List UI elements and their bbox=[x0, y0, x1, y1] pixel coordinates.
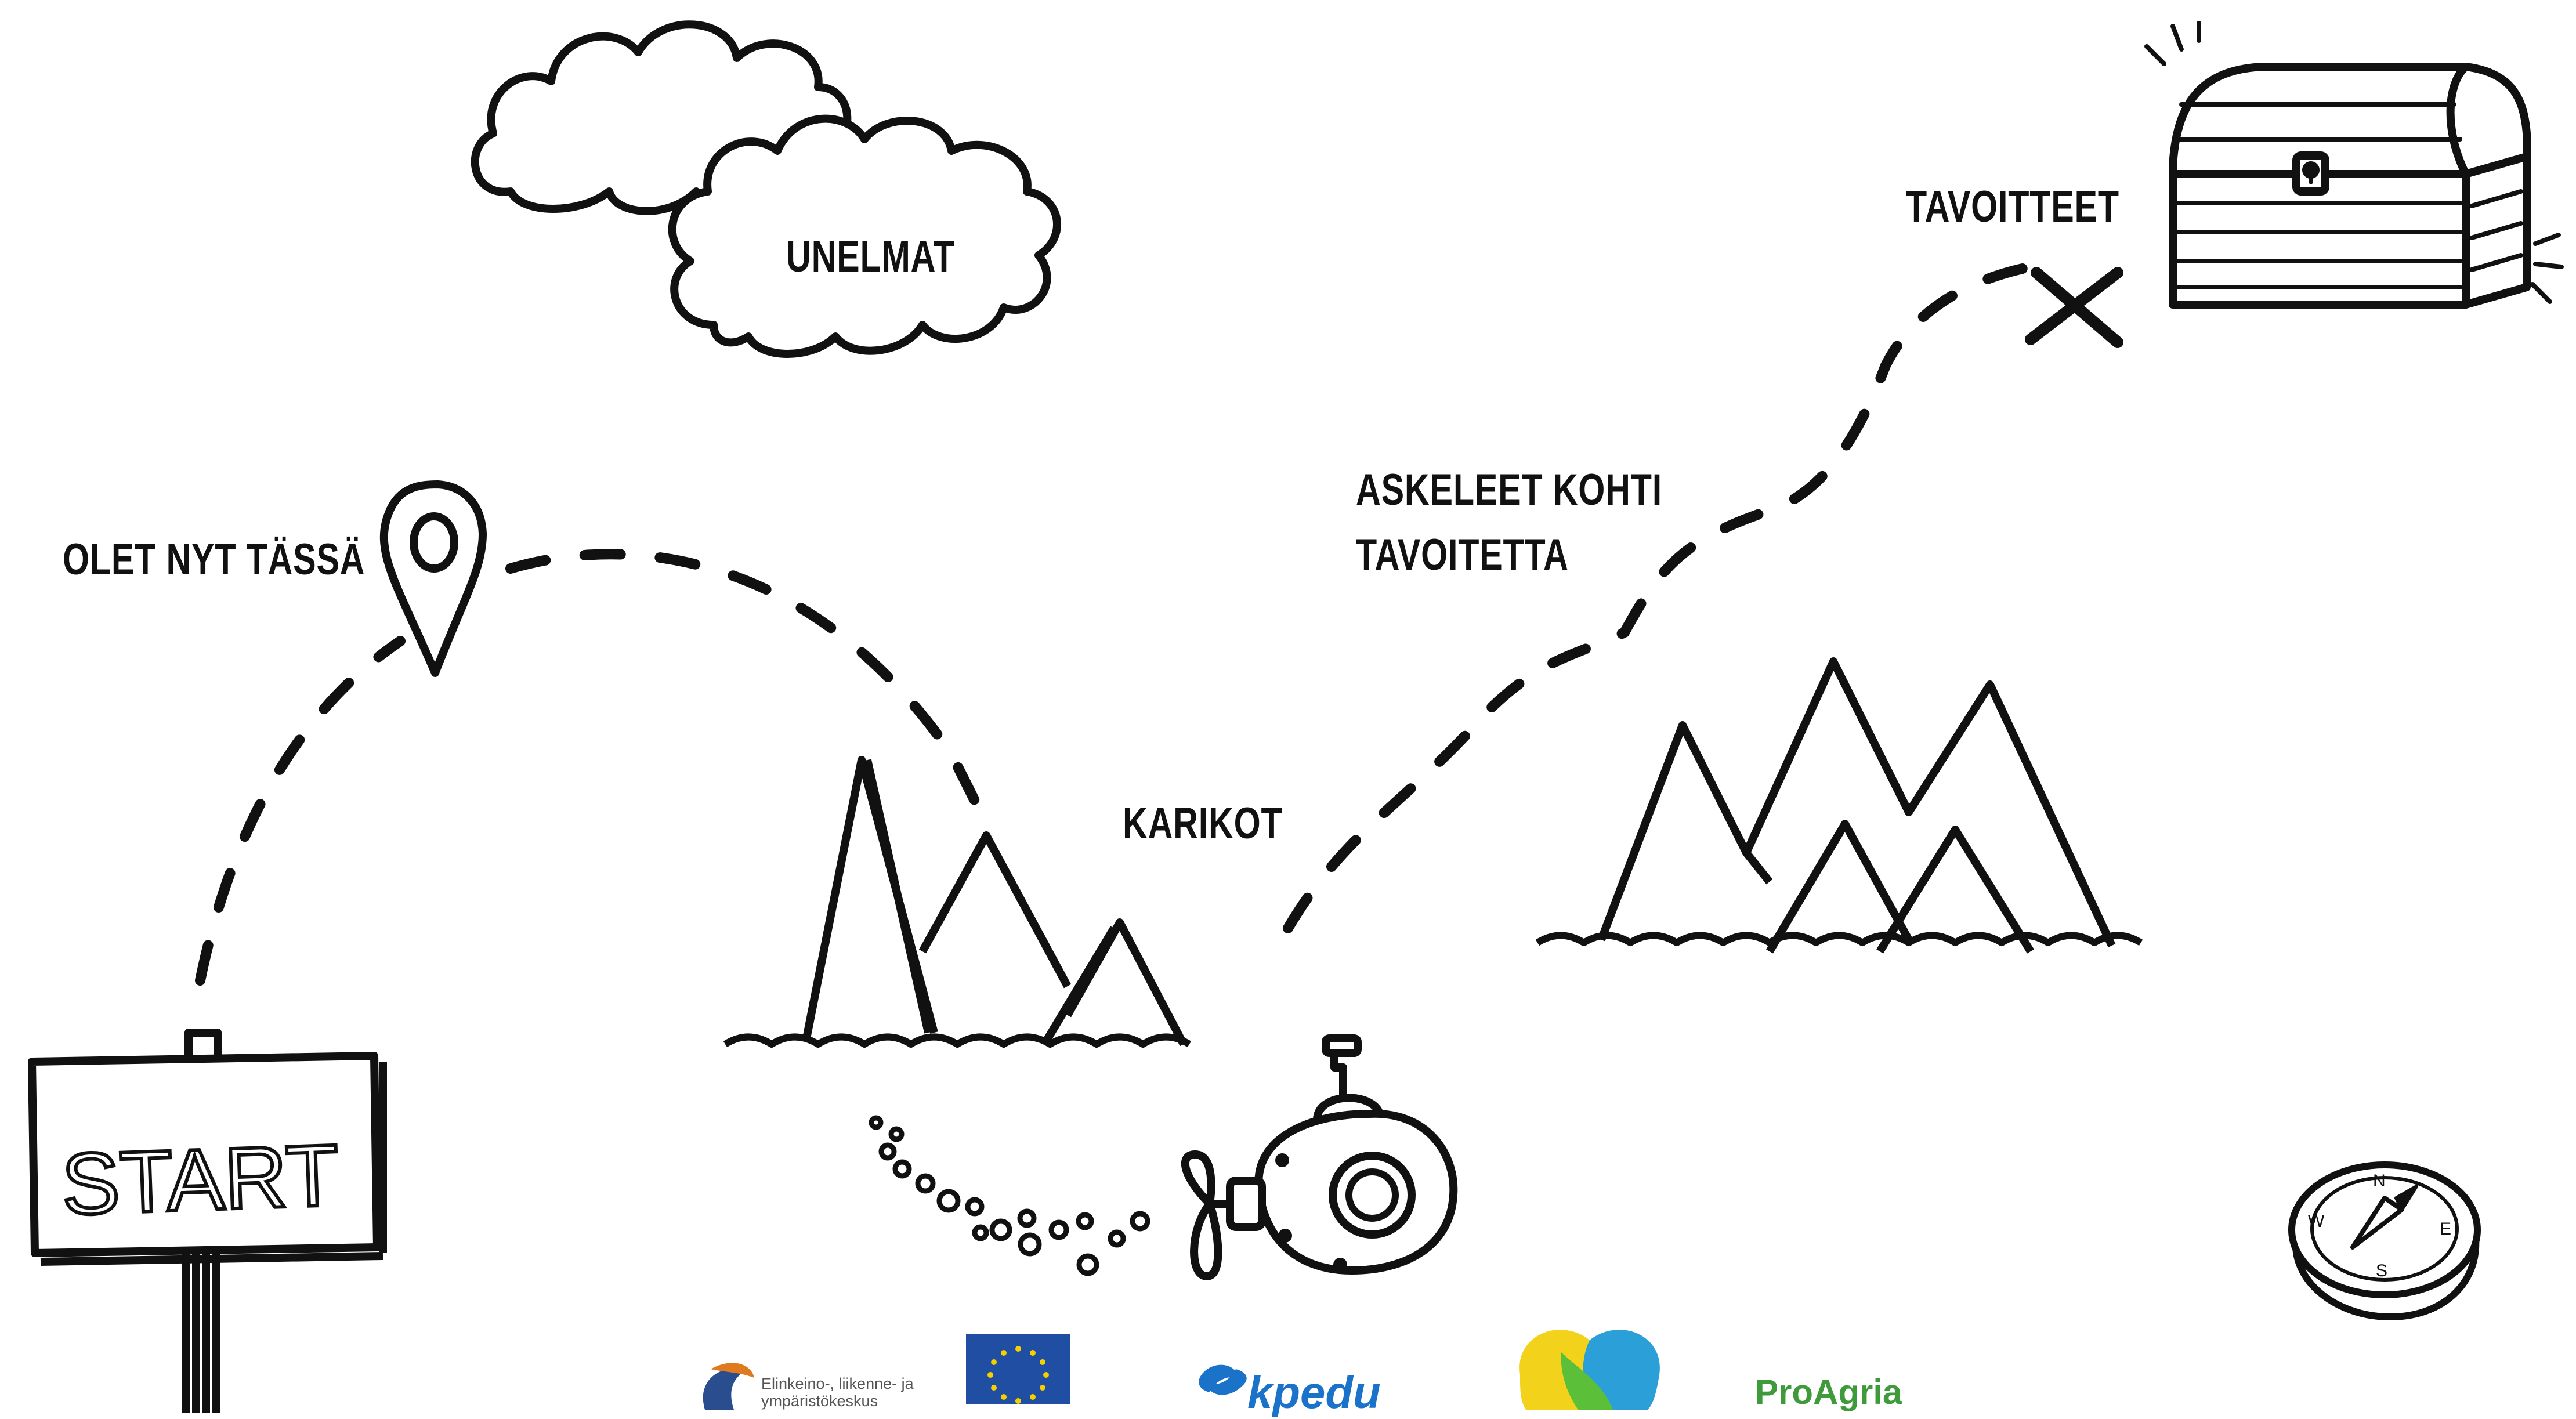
proagria-logo-text: ProAgria bbox=[1755, 1373, 1902, 1411]
compass-icon bbox=[2288, 1161, 2481, 1320]
ely-logo bbox=[703, 1363, 754, 1410]
reefs-label: KARIKOT bbox=[1123, 799, 1283, 848]
mountain-icon bbox=[1535, 657, 2143, 954]
goals-label: TAVOITTEET bbox=[1906, 182, 2119, 231]
treasure-chest-icon bbox=[2144, 21, 2564, 309]
leader-logo bbox=[1519, 1330, 1660, 1410]
route-path bbox=[195, 262, 2036, 986]
cloud-icon bbox=[668, 114, 1061, 358]
ely-logo-text-line1: Elinkeino-, liikenne- ja bbox=[761, 1375, 914, 1392]
x-mark-icon bbox=[2025, 267, 2123, 348]
dreams-label: UNELMAT bbox=[786, 232, 955, 281]
kpedu-logo-mark bbox=[1199, 1364, 1247, 1395]
kpedu-logo-text: kpedu bbox=[1247, 1367, 1381, 1418]
ely-logo-text-line2: ympäristökeskus bbox=[761, 1392, 878, 1410]
you-are-here-label: OLET NYT TÄSSÄ bbox=[63, 535, 366, 584]
mountain-icon bbox=[723, 756, 1192, 1048]
eu-flag-logo bbox=[966, 1334, 1070, 1404]
bubbles-icon bbox=[869, 1115, 1150, 1276]
submarine-icon bbox=[1181, 1034, 1458, 1280]
start-label: START bbox=[60, 1126, 340, 1233]
compass-letter-s: S bbox=[2376, 1261, 2387, 1280]
start-sign-icon bbox=[28, 1029, 387, 1413]
steps-label-line1: ASKELEET KOHTI bbox=[1356, 465, 1662, 515]
location-pin-icon bbox=[379, 480, 487, 677]
steps-label-line2: TAVOITETTA bbox=[1356, 530, 1569, 580]
compass-letter-w: W bbox=[2308, 1212, 2325, 1231]
compass-letter-n: N bbox=[2373, 1171, 2386, 1190]
compass-letter-e: E bbox=[2440, 1219, 2451, 1239]
